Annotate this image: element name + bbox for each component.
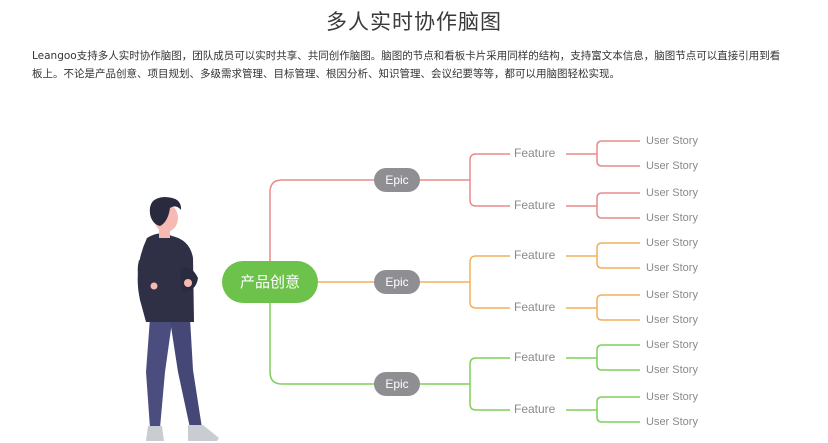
feature-node: Feature xyxy=(514,248,556,262)
user-story-node: User Story xyxy=(646,289,698,301)
epic-feature-connector xyxy=(469,357,510,384)
story-connector xyxy=(596,308,640,321)
epic-feature-connector xyxy=(469,255,510,282)
user-story-node: User Story xyxy=(646,212,698,224)
story-connector xyxy=(596,344,640,358)
story-connector xyxy=(596,256,640,269)
story-connector xyxy=(596,192,640,206)
epic-feature-connector xyxy=(469,153,510,180)
epic-node[interactable] xyxy=(374,372,420,396)
page-title: 多人实时协作脑图 xyxy=(326,10,502,34)
story-connector xyxy=(596,206,640,219)
description-line-2: 板上。不论是产品创意、项目规划、多级需求管理、目标管理、根因分析、知识管理、会议… xyxy=(32,68,620,80)
story-connector xyxy=(596,410,640,423)
root-label: 产品创意 xyxy=(240,273,300,291)
epic-label: Epic xyxy=(385,275,408,289)
user-story-node: User Story xyxy=(646,314,698,326)
feature-node: Feature xyxy=(514,198,556,212)
user-story-node: User Story xyxy=(646,237,698,249)
story-connector xyxy=(596,242,640,256)
user-story-node: User Story xyxy=(646,135,698,147)
user-story-node: User Story xyxy=(646,262,698,274)
user-story-node: User Story xyxy=(646,391,698,403)
feature-node: Feature xyxy=(514,146,556,160)
epic-label: Epic xyxy=(385,377,408,391)
epic-feature-connector xyxy=(469,282,510,309)
story-connector xyxy=(596,294,640,308)
user-story-node: User Story xyxy=(646,187,698,199)
feature-node: Feature xyxy=(514,402,556,416)
story-connector xyxy=(596,358,640,371)
story-connector xyxy=(596,154,640,167)
story-connector xyxy=(596,396,640,410)
root-epic-connector xyxy=(269,282,375,385)
page-description: Leangoo支持多人实时协作脑图，团队成员可以实时共享、共同创作脑图。脑图的节… xyxy=(32,47,812,83)
root-epic-connector xyxy=(269,179,375,282)
user-story-node: User Story xyxy=(646,416,698,428)
user-story-node: User Story xyxy=(646,364,698,376)
user-story-node: User Story xyxy=(646,339,698,351)
description-line-1: Leangoo支持多人实时协作脑图，团队成员可以实时共享、共同创作脑图。脑图的节… xyxy=(32,50,781,62)
epic-feature-connector xyxy=(469,180,510,207)
epic-node[interactable] xyxy=(374,168,420,192)
feature-node: Feature xyxy=(514,300,556,314)
epic-feature-connector xyxy=(469,384,510,411)
user-story-node: User Story xyxy=(646,160,698,172)
epic-node[interactable] xyxy=(374,270,420,294)
root-node[interactable] xyxy=(222,261,318,303)
feature-node: Feature xyxy=(514,350,556,364)
person-illustration xyxy=(137,197,219,441)
epic-label: Epic xyxy=(385,173,408,187)
story-connector xyxy=(596,140,640,154)
